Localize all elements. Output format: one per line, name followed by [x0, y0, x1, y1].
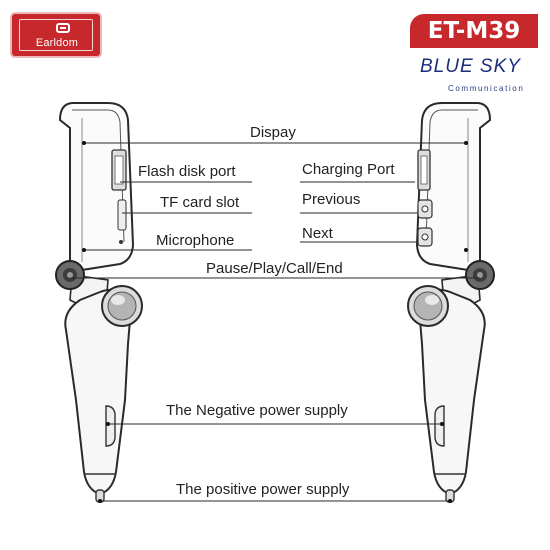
earldom-logo: Earldom — [12, 14, 100, 56]
right-port-details — [417, 149, 433, 247]
label-microphone: Microphone — [156, 232, 235, 249]
label-flash-disk-port: Flash disk port — [138, 163, 236, 180]
watermark-title: BLUE SKY — [420, 56, 521, 77]
label-pause-play-call-end: Pause/Play/Call/End — [206, 260, 343, 277]
label-tf-card-slot: TF card slot — [160, 194, 240, 211]
model-badge: ET-M39 — [410, 14, 538, 48]
left-device-illustration — [55, 102, 143, 503]
brand-logo-text: Earldom — [35, 37, 79, 49]
label-negative-power-supply: The Negative power supply — [166, 402, 348, 419]
leader-lines — [70, 142, 480, 502]
brand-mark-icon — [56, 23, 70, 33]
watermark-subtitle: Communication — [448, 84, 525, 93]
label-next: Next — [302, 225, 333, 242]
leader-dots — [82, 141, 468, 503]
left-port-details — [111, 149, 127, 244]
label-display: Dispay — [250, 124, 296, 141]
label-positive-power-supply: The positive power supply — [176, 481, 350, 498]
label-previous: Previous — [302, 191, 361, 208]
label-charging-port: Charging Port — [302, 161, 395, 178]
